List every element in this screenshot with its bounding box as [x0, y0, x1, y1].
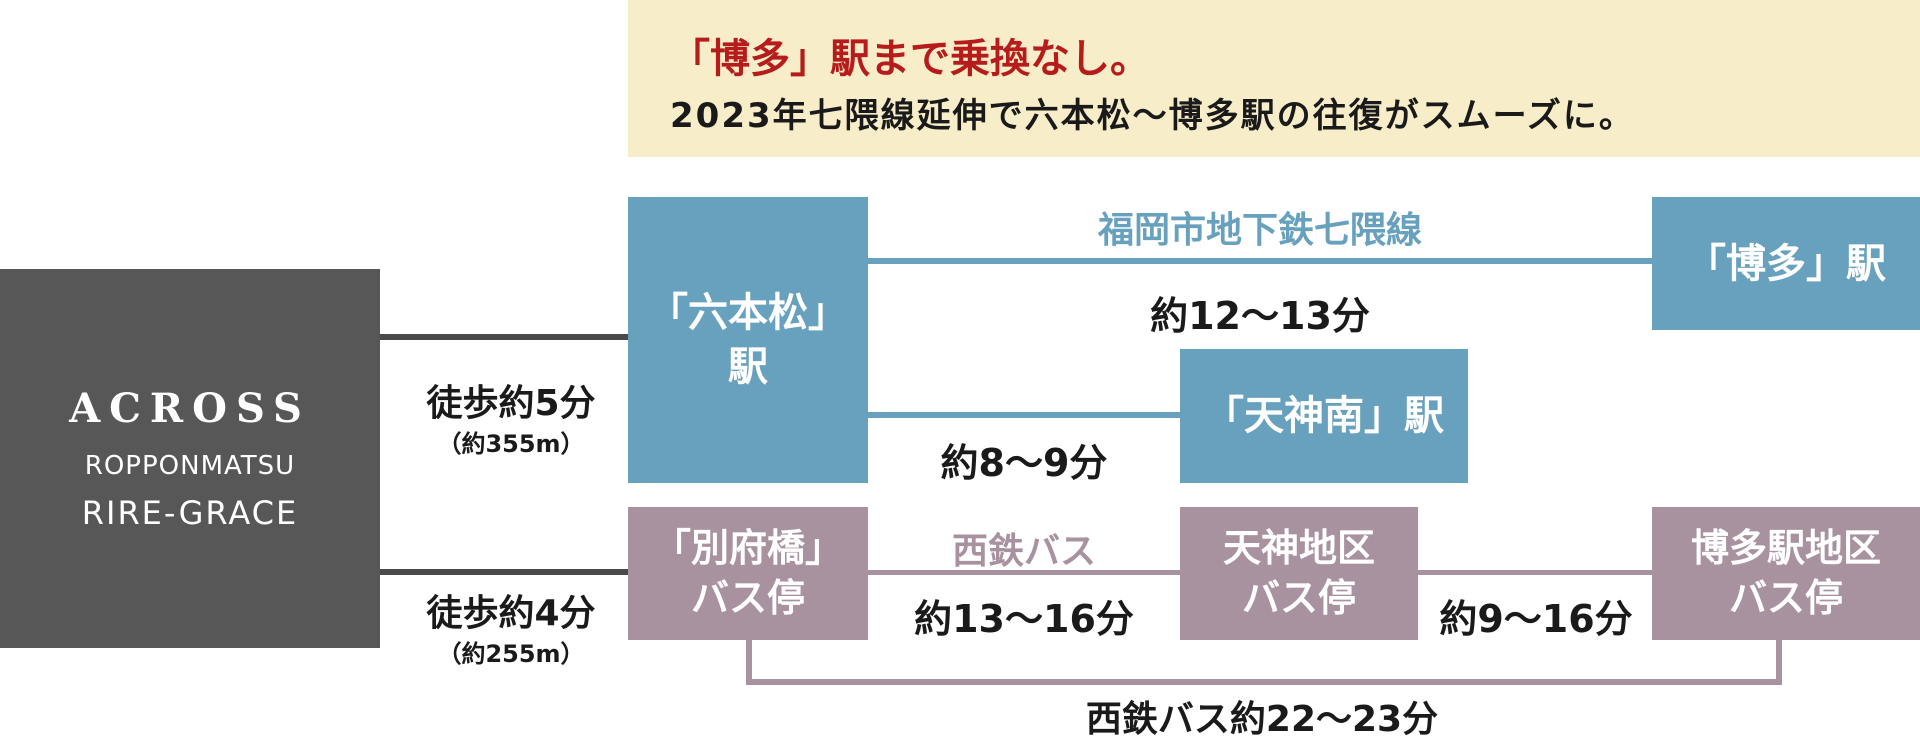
busstop-beppubashi: 「別府橋」 バス停 [628, 507, 868, 640]
busstop-beppubashi-line2: バス停 [690, 575, 805, 620]
walk-station-distance: （約355m） [437, 430, 585, 458]
bus-direct-total: 西鉄バス約22〜23分 [1085, 699, 1439, 740]
busstop-hakata-area: 博多駅地区 バス停 [1652, 507, 1920, 640]
walk-station-time: 徒歩約5分 [426, 383, 596, 424]
station-hakata-label: 「博多」駅 [1686, 240, 1886, 287]
direct-bus-bracket-right [1776, 640, 1782, 685]
property-card: ACROSS ROPPONMATSU RIRE-GRACE [0, 269, 380, 648]
bus-line-name: 西鉄バス [951, 531, 1097, 572]
subway-line-to-hakata [868, 258, 1653, 264]
bus-line-to-tenjin [868, 570, 1180, 575]
banner-subline: 2023年七隈線延伸で六本松〜博多駅の往復がスムーズに。 [670, 96, 1635, 136]
subway-line-to-tenjin-minami [868, 412, 1182, 418]
subway-time-to-hakata: 約12〜13分 [1150, 294, 1370, 338]
busstop-tenjin-area: 天神地区 バス停 [1180, 507, 1418, 640]
property-name-line2: RIRE-GRACE [81, 493, 299, 532]
subway-line-name: 福岡市地下鉄七隈線 [1097, 210, 1423, 251]
property-brand: ACROSS [69, 384, 311, 432]
subway-time-to-tenjin-minami: 約8〜9分 [940, 441, 1108, 485]
station-ropponmatsu-line2: 駅 [728, 344, 768, 390]
station-tenjin-minami-label: 「天神南」駅 [1204, 393, 1444, 439]
bus-time-tenjin-to-hakata: 約9〜16分 [1439, 597, 1633, 641]
banner-headline: 「博多」駅まで乗換なし。 [670, 36, 1150, 82]
busstop-tenjin-area-line2: バス停 [1241, 575, 1356, 620]
station-ropponmatsu: 「六本松」 駅 [628, 197, 868, 483]
headline-banner: 「博多」駅まで乗換なし。 2023年七隈線延伸で六本松〜博多駅の往復がスムーズに… [628, 0, 1920, 157]
walk-line-bus [378, 569, 630, 575]
walk-bus-time: 徒歩約4分 [426, 593, 596, 634]
direct-bus-bracket-left [746, 640, 752, 685]
direct-bus-bracket-bottom [746, 679, 1782, 685]
station-tenjin-minami: 「天神南」駅 [1180, 349, 1468, 483]
walk-bus-distance: （約255m） [437, 640, 585, 668]
walk-line-station [378, 334, 630, 340]
property-name-line1: ROPPONMATSU [84, 450, 296, 481]
bus-line-tenjin-to-hakata [1418, 570, 1653, 575]
station-ropponmatsu-line1: 「六本松」 [648, 290, 848, 336]
busstop-hakata-area-line1: 博多駅地区 [1690, 525, 1881, 570]
busstop-hakata-area-line2: バス停 [1728, 575, 1843, 620]
busstop-beppubashi-line1: 「別府橋」 [652, 525, 843, 570]
bus-time-to-tenjin: 約13〜16分 [914, 597, 1134, 641]
busstop-tenjin-area-line1: 天神地区 [1222, 525, 1375, 570]
station-hakata: 「博多」駅 [1652, 197, 1920, 330]
